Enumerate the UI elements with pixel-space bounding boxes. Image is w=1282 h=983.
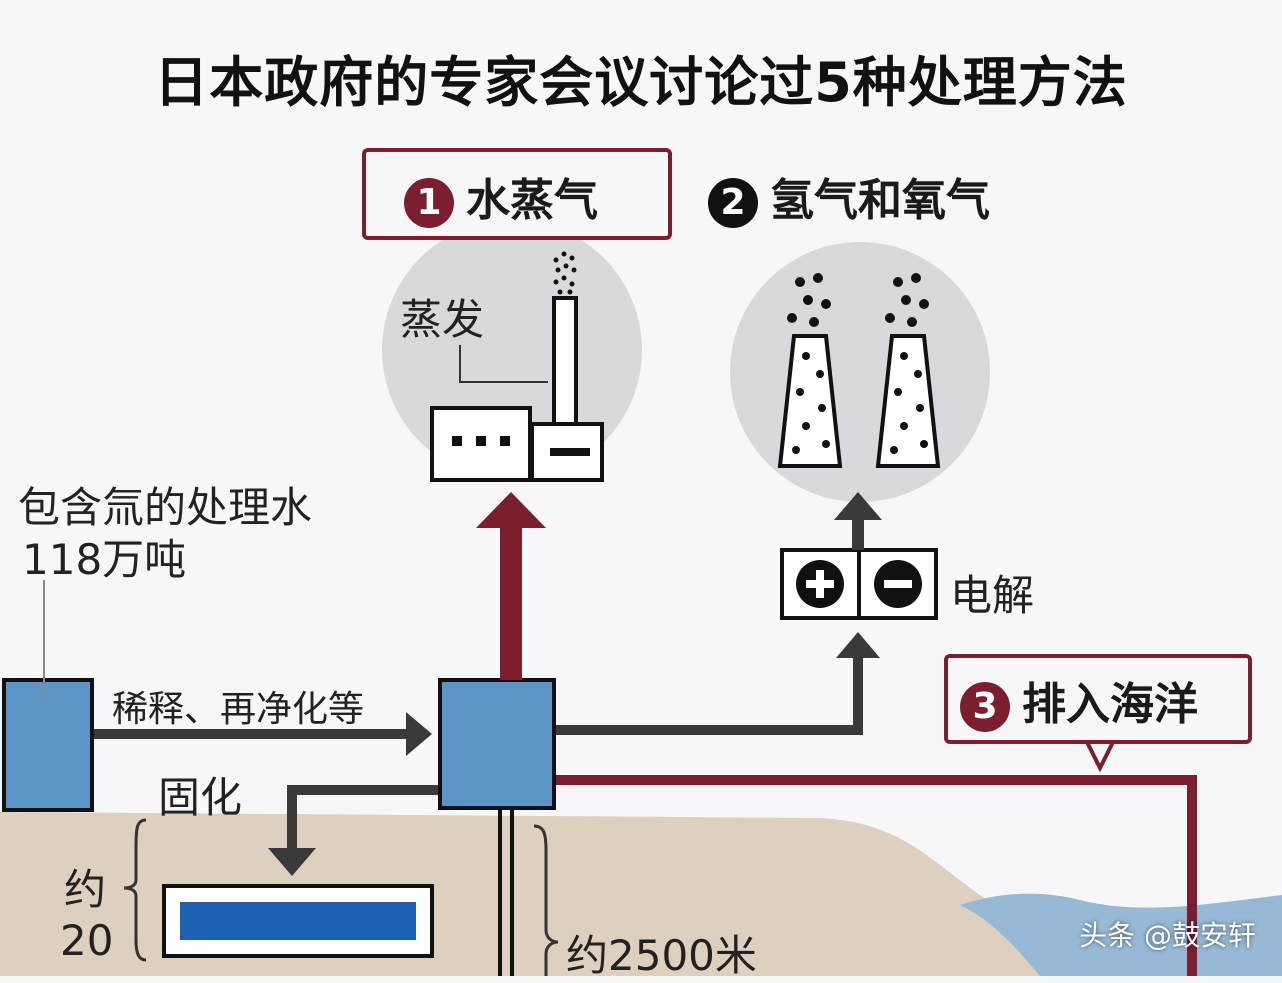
- towers-arrow: [834, 492, 882, 550]
- method-1-text: 水蒸气: [466, 175, 598, 226]
- watermark: 头条 @鼓安轩: [1079, 919, 1256, 952]
- evaporation-arrow: [476, 492, 546, 680]
- tower-right-icon: [875, 273, 941, 468]
- page-title: 日本政府的专家会议讨论过5种处理方法: [154, 51, 1128, 114]
- electrolysis-circle: [730, 242, 990, 502]
- ground-layer: [0, 812, 1050, 976]
- sea-layer: [960, 893, 1282, 976]
- factory-icon: [430, 251, 604, 482]
- depth-left-label-2: 20: [60, 916, 114, 965]
- evaporate-label: 蒸发: [400, 295, 485, 344]
- method-1-number: 1: [404, 178, 454, 228]
- tank-label-line1: 包含氚的处理水: [18, 483, 313, 532]
- electrolysis-label: 电解: [950, 571, 1035, 620]
- solidify-label: 固化: [158, 773, 243, 822]
- ocean-pipe: [556, 775, 1197, 976]
- depth-bracket-left: [123, 818, 147, 962]
- processing-tank: [438, 678, 556, 810]
- minus-icon: [874, 560, 922, 608]
- method-3-number: 3: [960, 682, 1010, 732]
- underground-storage: [162, 884, 434, 958]
- dilute-label: 稀释、再净化等: [112, 689, 365, 730]
- tower-left-icon: [777, 273, 843, 468]
- source-tank: [2, 678, 94, 812]
- tank-label-line2: 118万吨: [22, 535, 187, 584]
- electrolysis-arrow: [556, 654, 863, 735]
- solidify-arrow: [268, 785, 438, 876]
- depth-left-label-1: 约: [64, 865, 107, 914]
- method-2-text: 氢气和氧气: [770, 175, 990, 226]
- electrolysis-arrowhead: [836, 632, 880, 658]
- dilute-arrow: [94, 712, 432, 756]
- depth-right-label: 约2500米: [566, 931, 757, 980]
- method-2-number: 2: [708, 178, 758, 228]
- method-3-text: 排入海洋: [1022, 679, 1198, 730]
- evaporate-leader: [459, 345, 548, 383]
- depth-bracket-right: [533, 824, 559, 976]
- plus-icon: [796, 560, 844, 608]
